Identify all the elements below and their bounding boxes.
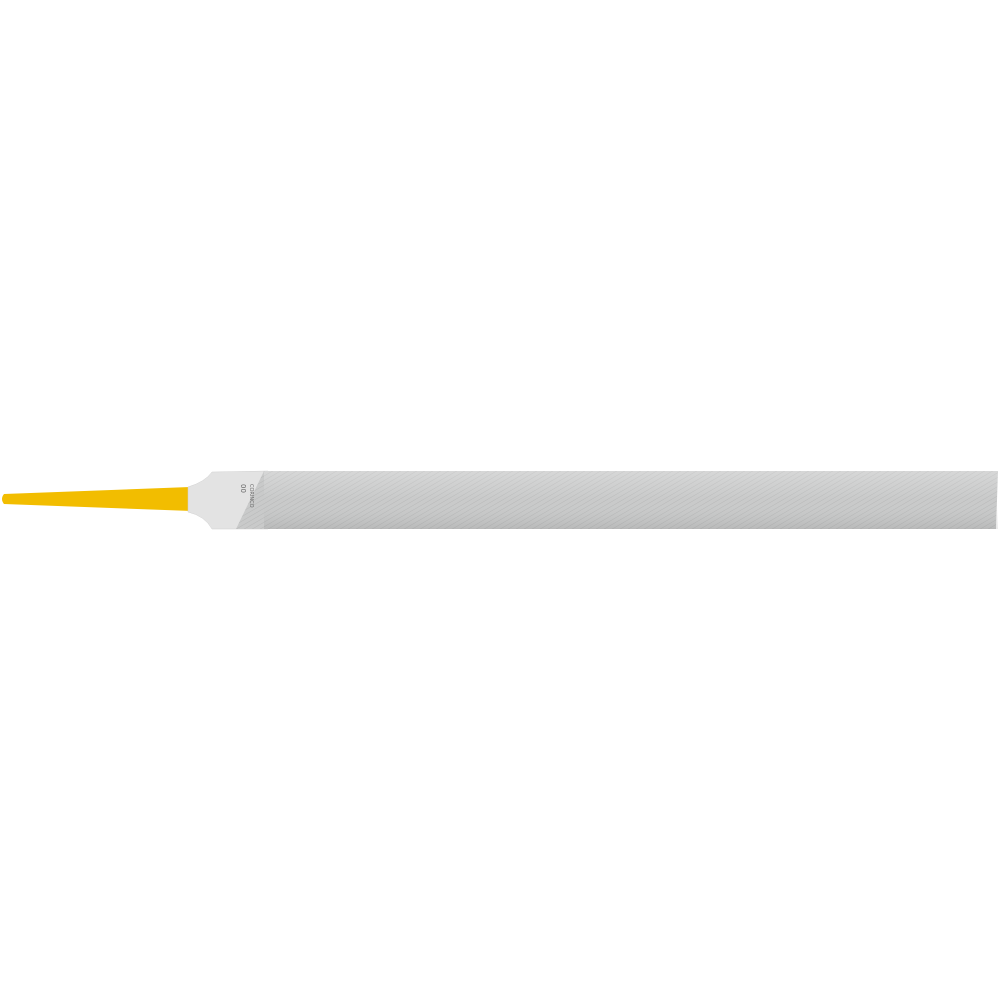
blade-shine — [264, 471, 998, 529]
svg-text:00: 00 — [239, 484, 247, 493]
svg-text:CORINCO: CORINCO — [248, 484, 254, 508]
tang — [2, 487, 192, 511]
stamp-logo: 00 CORINCO — [239, 484, 254, 508]
